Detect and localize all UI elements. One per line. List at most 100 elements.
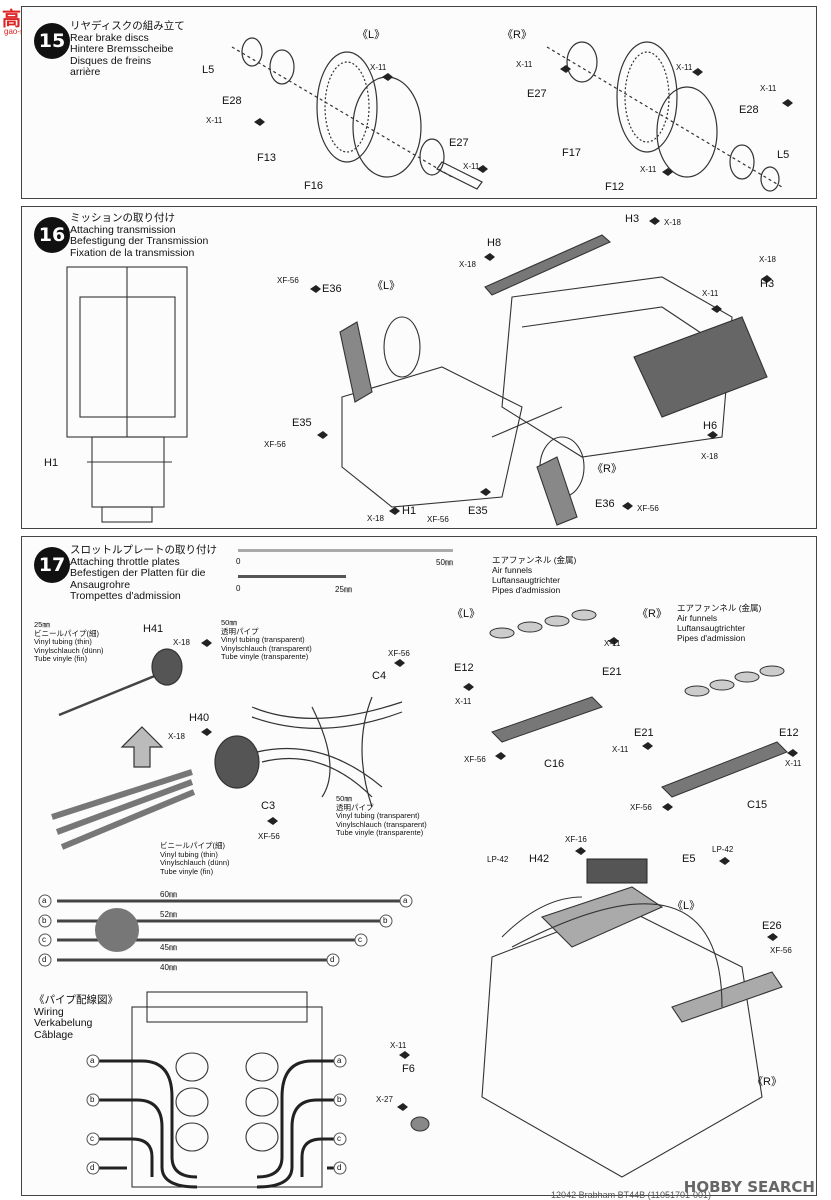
part-E27-right: E27 — [527, 88, 547, 100]
paint-X11: X-11 — [702, 289, 719, 298]
step-number: 17 — [34, 547, 70, 583]
part-L5-right: L5 — [777, 149, 790, 161]
part-C4: C4 — [372, 670, 387, 682]
step-number: 16 — [34, 217, 70, 253]
right-side-label: 《R》 — [502, 29, 532, 41]
paint-X11: X-11 — [676, 63, 693, 72]
wiring-key-c: c — [90, 1134, 94, 1143]
part-H1: H1 — [402, 505, 417, 517]
part-H41: H41 — [143, 623, 164, 635]
wiring-key-b: b — [90, 1095, 95, 1104]
paint-X11: X-11 — [760, 84, 777, 93]
paint-X18: X-18 — [459, 260, 476, 269]
paint-X18: X-18 — [168, 732, 185, 741]
part-E12-left: E12 — [454, 662, 474, 674]
part-H8: H8 — [487, 237, 502, 249]
part-E26: E26 — [762, 920, 782, 932]
paint-XF56: XF-56 — [427, 515, 449, 524]
paint-XF56: XF-56 — [637, 504, 659, 513]
paint-XF56: XF-56 — [388, 649, 410, 658]
wiring-key-b-right: b — [337, 1095, 342, 1104]
part-E35-left: E35 — [292, 417, 312, 429]
wiring-key-a: a — [90, 1056, 95, 1065]
hobby-search-logo: HOBBY SEARCH — [683, 1178, 815, 1196]
wiring-key-d: d — [90, 1163, 95, 1172]
part-H3-right: H3 — [760, 278, 775, 290]
paint-X11: X-11 — [455, 697, 472, 706]
len-key-c-end: c — [358, 935, 362, 944]
part-C16: C16 — [544, 758, 565, 770]
part-H1-left: H1 — [44, 457, 59, 469]
left-side-label: 《L》 — [357, 29, 386, 41]
scale-zero: 0 — [236, 584, 241, 593]
part-F12: F12 — [605, 181, 624, 193]
paint-XF56: XF-56 — [464, 755, 486, 764]
paint-X18: X-18 — [701, 452, 718, 461]
wiring-key-a-right: a — [337, 1056, 342, 1065]
paint-X11: X-11 — [785, 759, 802, 768]
part-E12-right: E12 — [779, 727, 799, 739]
part-E21-right: E21 — [634, 727, 654, 739]
scale-zero: 0 — [236, 557, 241, 566]
part-C15: C15 — [747, 799, 768, 811]
paint-XF16: XF-16 — [565, 835, 587, 844]
len-key-b-end: b — [383, 916, 388, 925]
len-value-c: 45㎜ — [160, 943, 177, 952]
rear-brake-disc-diagram — [231, 37, 793, 192]
len-value-b: 52㎜ — [160, 910, 177, 919]
wiring-key-c-right: c — [337, 1134, 341, 1143]
page-footer: 12042 Brabham BT44B (11051701-001) — [551, 1190, 711, 1200]
part-E35: E35 — [468, 505, 488, 517]
part-H42: H42 — [529, 853, 550, 865]
part-E5: E5 — [682, 853, 696, 865]
throttle-plates-diagram — [38, 549, 798, 1189]
len-key-a-end: a — [403, 896, 408, 905]
part-L5-left: L5 — [202, 64, 215, 76]
len-value-a: 60㎜ — [160, 890, 177, 899]
paint-X11: X-11 — [516, 60, 533, 69]
len-key-d-end: d — [330, 955, 335, 964]
paint-XF56: XF-56 — [770, 946, 792, 955]
wiring-key-d-right: d — [337, 1163, 342, 1172]
left-side-label: 《L》 — [452, 608, 481, 620]
part-H40: H40 — [189, 712, 210, 724]
len-key-d: d — [42, 955, 47, 964]
paint-LP42: LP-42 — [487, 855, 509, 864]
part-C3: C3 — [261, 800, 276, 812]
right-side-label-2: 《R》 — [752, 1076, 782, 1088]
paint-X18: X-18 — [367, 514, 384, 523]
part-F17: F17 — [562, 147, 581, 159]
paint-X11: X-11 — [612, 745, 629, 754]
paint-X11: X-11 — [640, 165, 657, 174]
paint-X27: X-27 — [376, 1095, 393, 1104]
paint-X18: X-18 — [664, 218, 681, 227]
part-F16: F16 — [304, 180, 323, 192]
scale-50mm: 50㎜ — [436, 558, 453, 567]
part-E36-right: E36 — [595, 498, 615, 510]
part-E36-left: E36 — [322, 283, 342, 295]
paint-X18: X-18 — [759, 255, 776, 264]
part-E21-left: E21 — [602, 666, 622, 678]
len-key-c: c — [42, 935, 46, 944]
step-number: 15 — [34, 23, 70, 59]
paint-X11: X-11 — [370, 63, 387, 72]
part-F13: F13 — [257, 152, 276, 164]
paint-X11: X-11 — [463, 162, 480, 171]
part-E28-right: E28 — [739, 104, 759, 116]
right-side-label: 《R》 — [637, 608, 667, 620]
paint-LP42: LP-42 — [712, 845, 734, 854]
part-H3-top: H3 — [625, 213, 640, 225]
part-H6: H6 — [703, 420, 718, 432]
len-key-a: a — [42, 896, 47, 905]
part-F6: F6 — [402, 1063, 415, 1075]
